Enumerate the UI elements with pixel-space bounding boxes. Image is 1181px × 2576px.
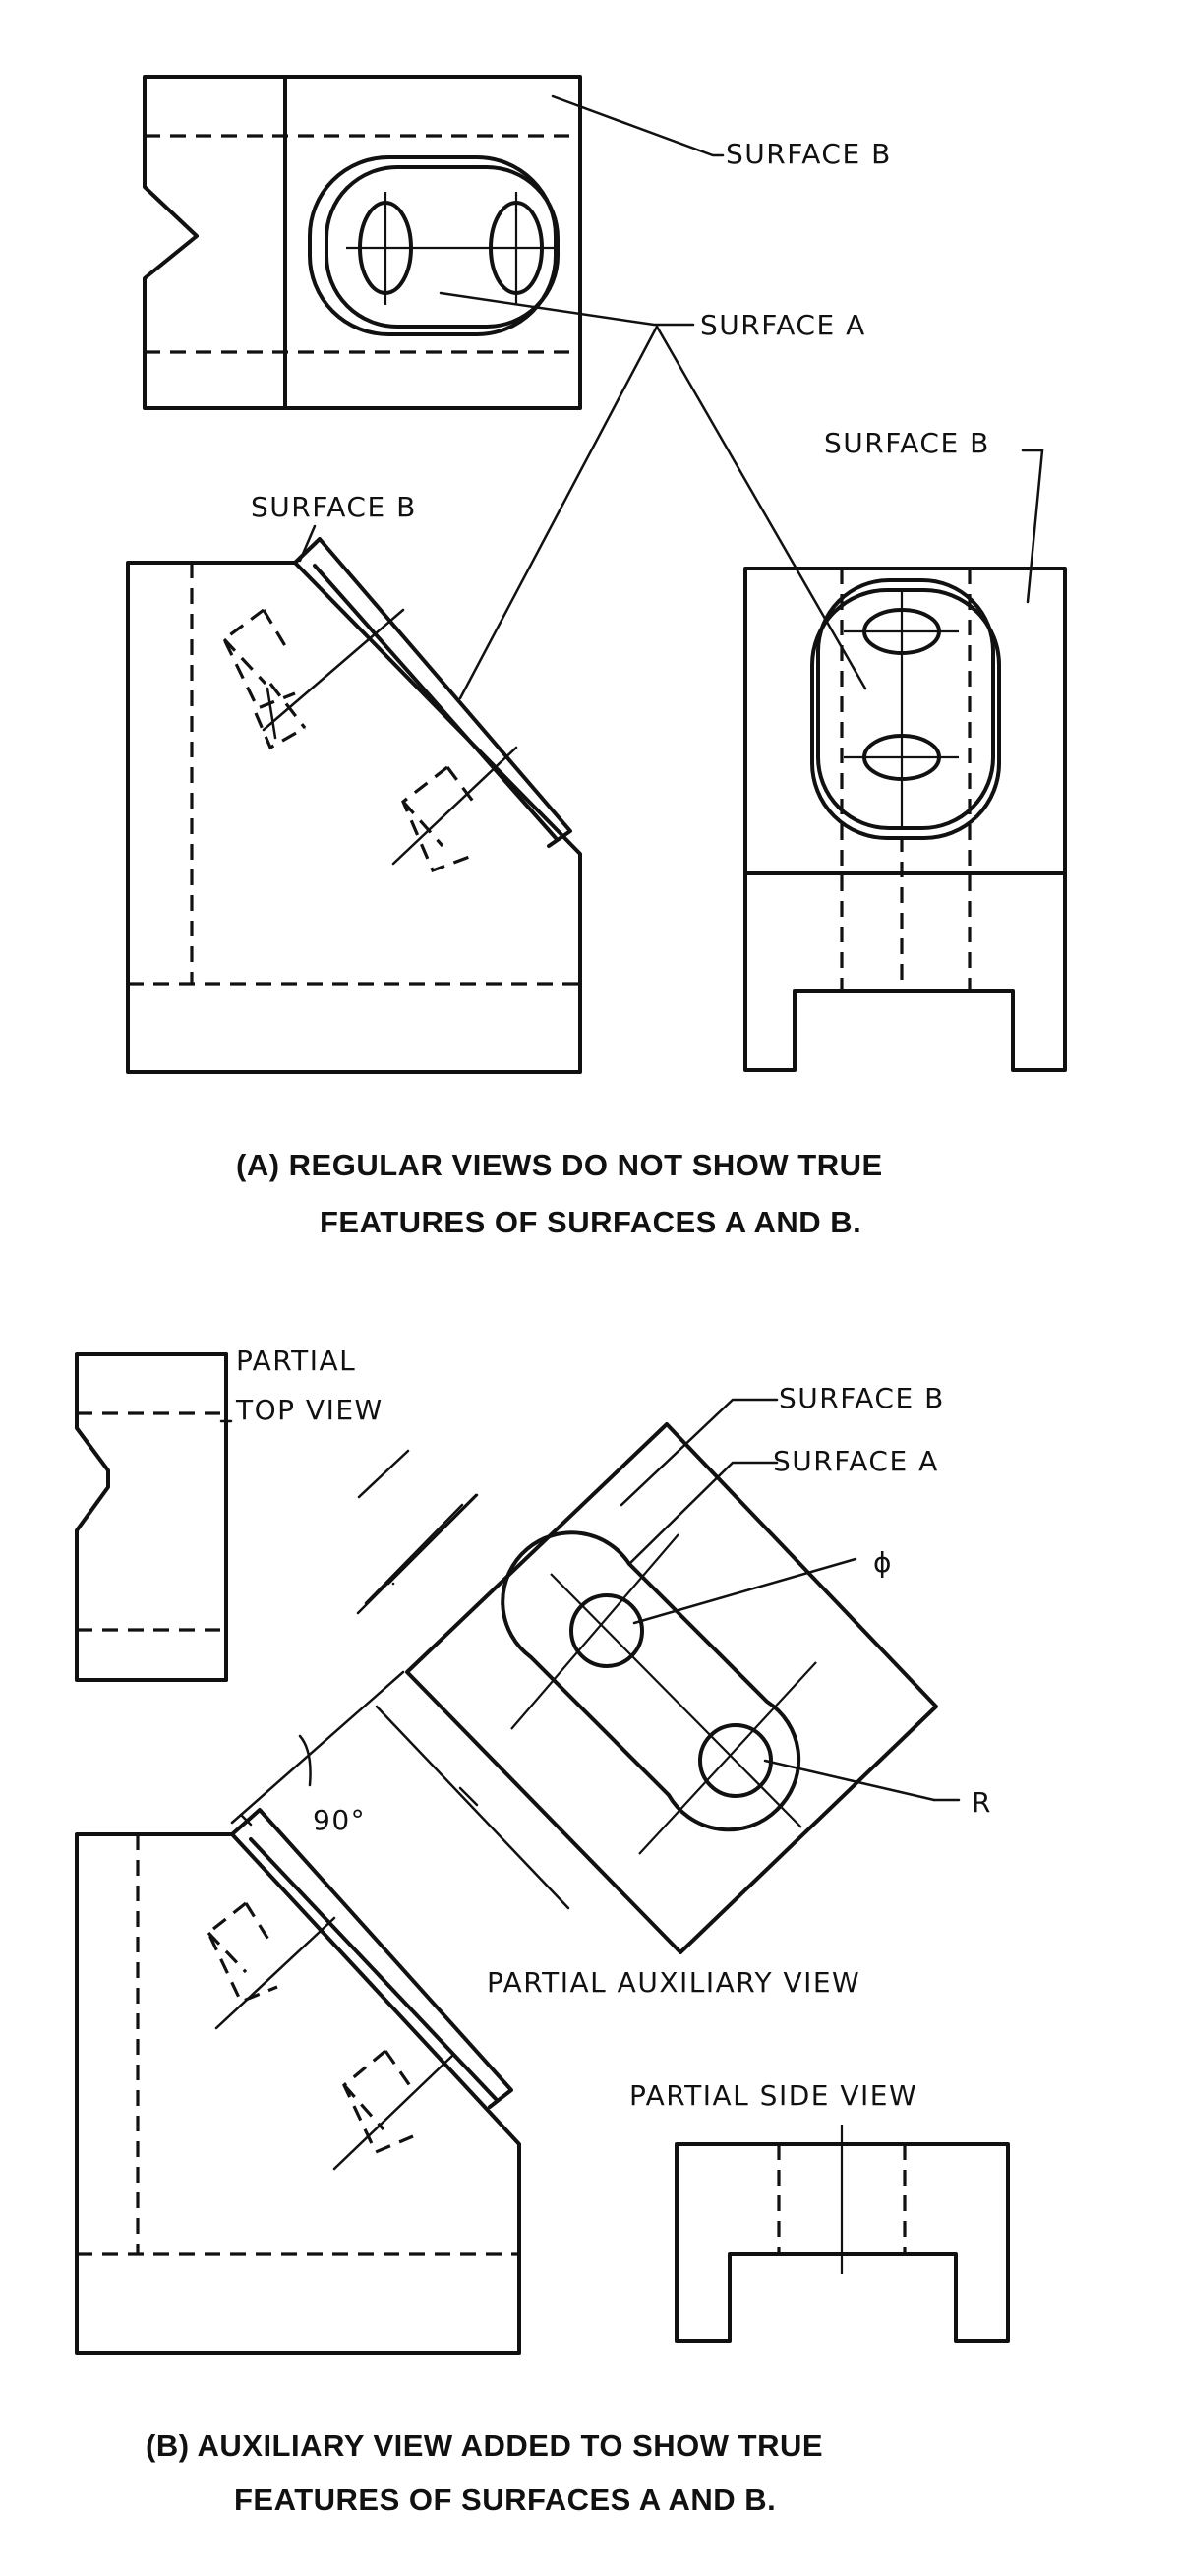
a-caption-line1: (A) REGULAR VIEWS DO NOT SHOW TRUE bbox=[236, 1148, 883, 1182]
part-b: PARTIAL TOP VIEW SURFACE B SURFACE A ϕ R… bbox=[75, 1345, 1010, 2517]
b-partial-top-view bbox=[75, 1352, 228, 1682]
b-caption-line1: (B) AUXILIARY VIEW ADDED TO SHOW TRUE bbox=[146, 2428, 823, 2463]
b-labels: PARTIAL TOP VIEW SURFACE B SURFACE A ϕ R… bbox=[235, 1345, 992, 2112]
b-label-surface-a: SURFACE A bbox=[773, 1445, 939, 1477]
a-side-view bbox=[743, 567, 1067, 1072]
a-label-surface-a: SURFACE A bbox=[700, 309, 866, 341]
a-label-surface-b-top: SURFACE B bbox=[726, 138, 892, 170]
b-label-phi: ϕ bbox=[873, 1546, 893, 1579]
b-label-partial-auxiliary-view: PARTIAL AUXILIARY VIEW bbox=[487, 1966, 860, 1999]
a-leaders bbox=[298, 94, 1044, 700]
b-label-90-degrees: 90° bbox=[313, 1804, 366, 1836]
b-auxiliary-view bbox=[230, 1422, 938, 1954]
a-top-view bbox=[143, 75, 582, 410]
b-caption-line2: FEATURES OF SURFACES A AND B. bbox=[234, 2483, 776, 2517]
a-label-surface-b-right: SURFACE B bbox=[824, 427, 990, 459]
b-label-partial-side-view: PARTIAL SIDE VIEW bbox=[629, 2079, 917, 2112]
b-label-top-view: TOP VIEW bbox=[235, 1394, 384, 1426]
b-label-partial: PARTIAL bbox=[236, 1345, 356, 1377]
b-leaders bbox=[219, 1398, 961, 1827]
a-label-surface-b-left: SURFACE B bbox=[251, 491, 417, 523]
part-a: SURFACE B SURFACE A SURFACE B SURFACE B … bbox=[126, 75, 1067, 1239]
b-label-r: R bbox=[972, 1786, 992, 1819]
a-labels: SURFACE B SURFACE A SURFACE B SURFACE B bbox=[251, 138, 990, 523]
b-label-surface-b: SURFACE B bbox=[779, 1382, 945, 1414]
b-partial-side-view bbox=[675, 2125, 1010, 2343]
a-caption-line2: FEATURES OF SURFACES A AND B. bbox=[320, 1205, 861, 1239]
a-front-view bbox=[126, 537, 582, 1074]
b-front-view bbox=[75, 1808, 521, 2355]
